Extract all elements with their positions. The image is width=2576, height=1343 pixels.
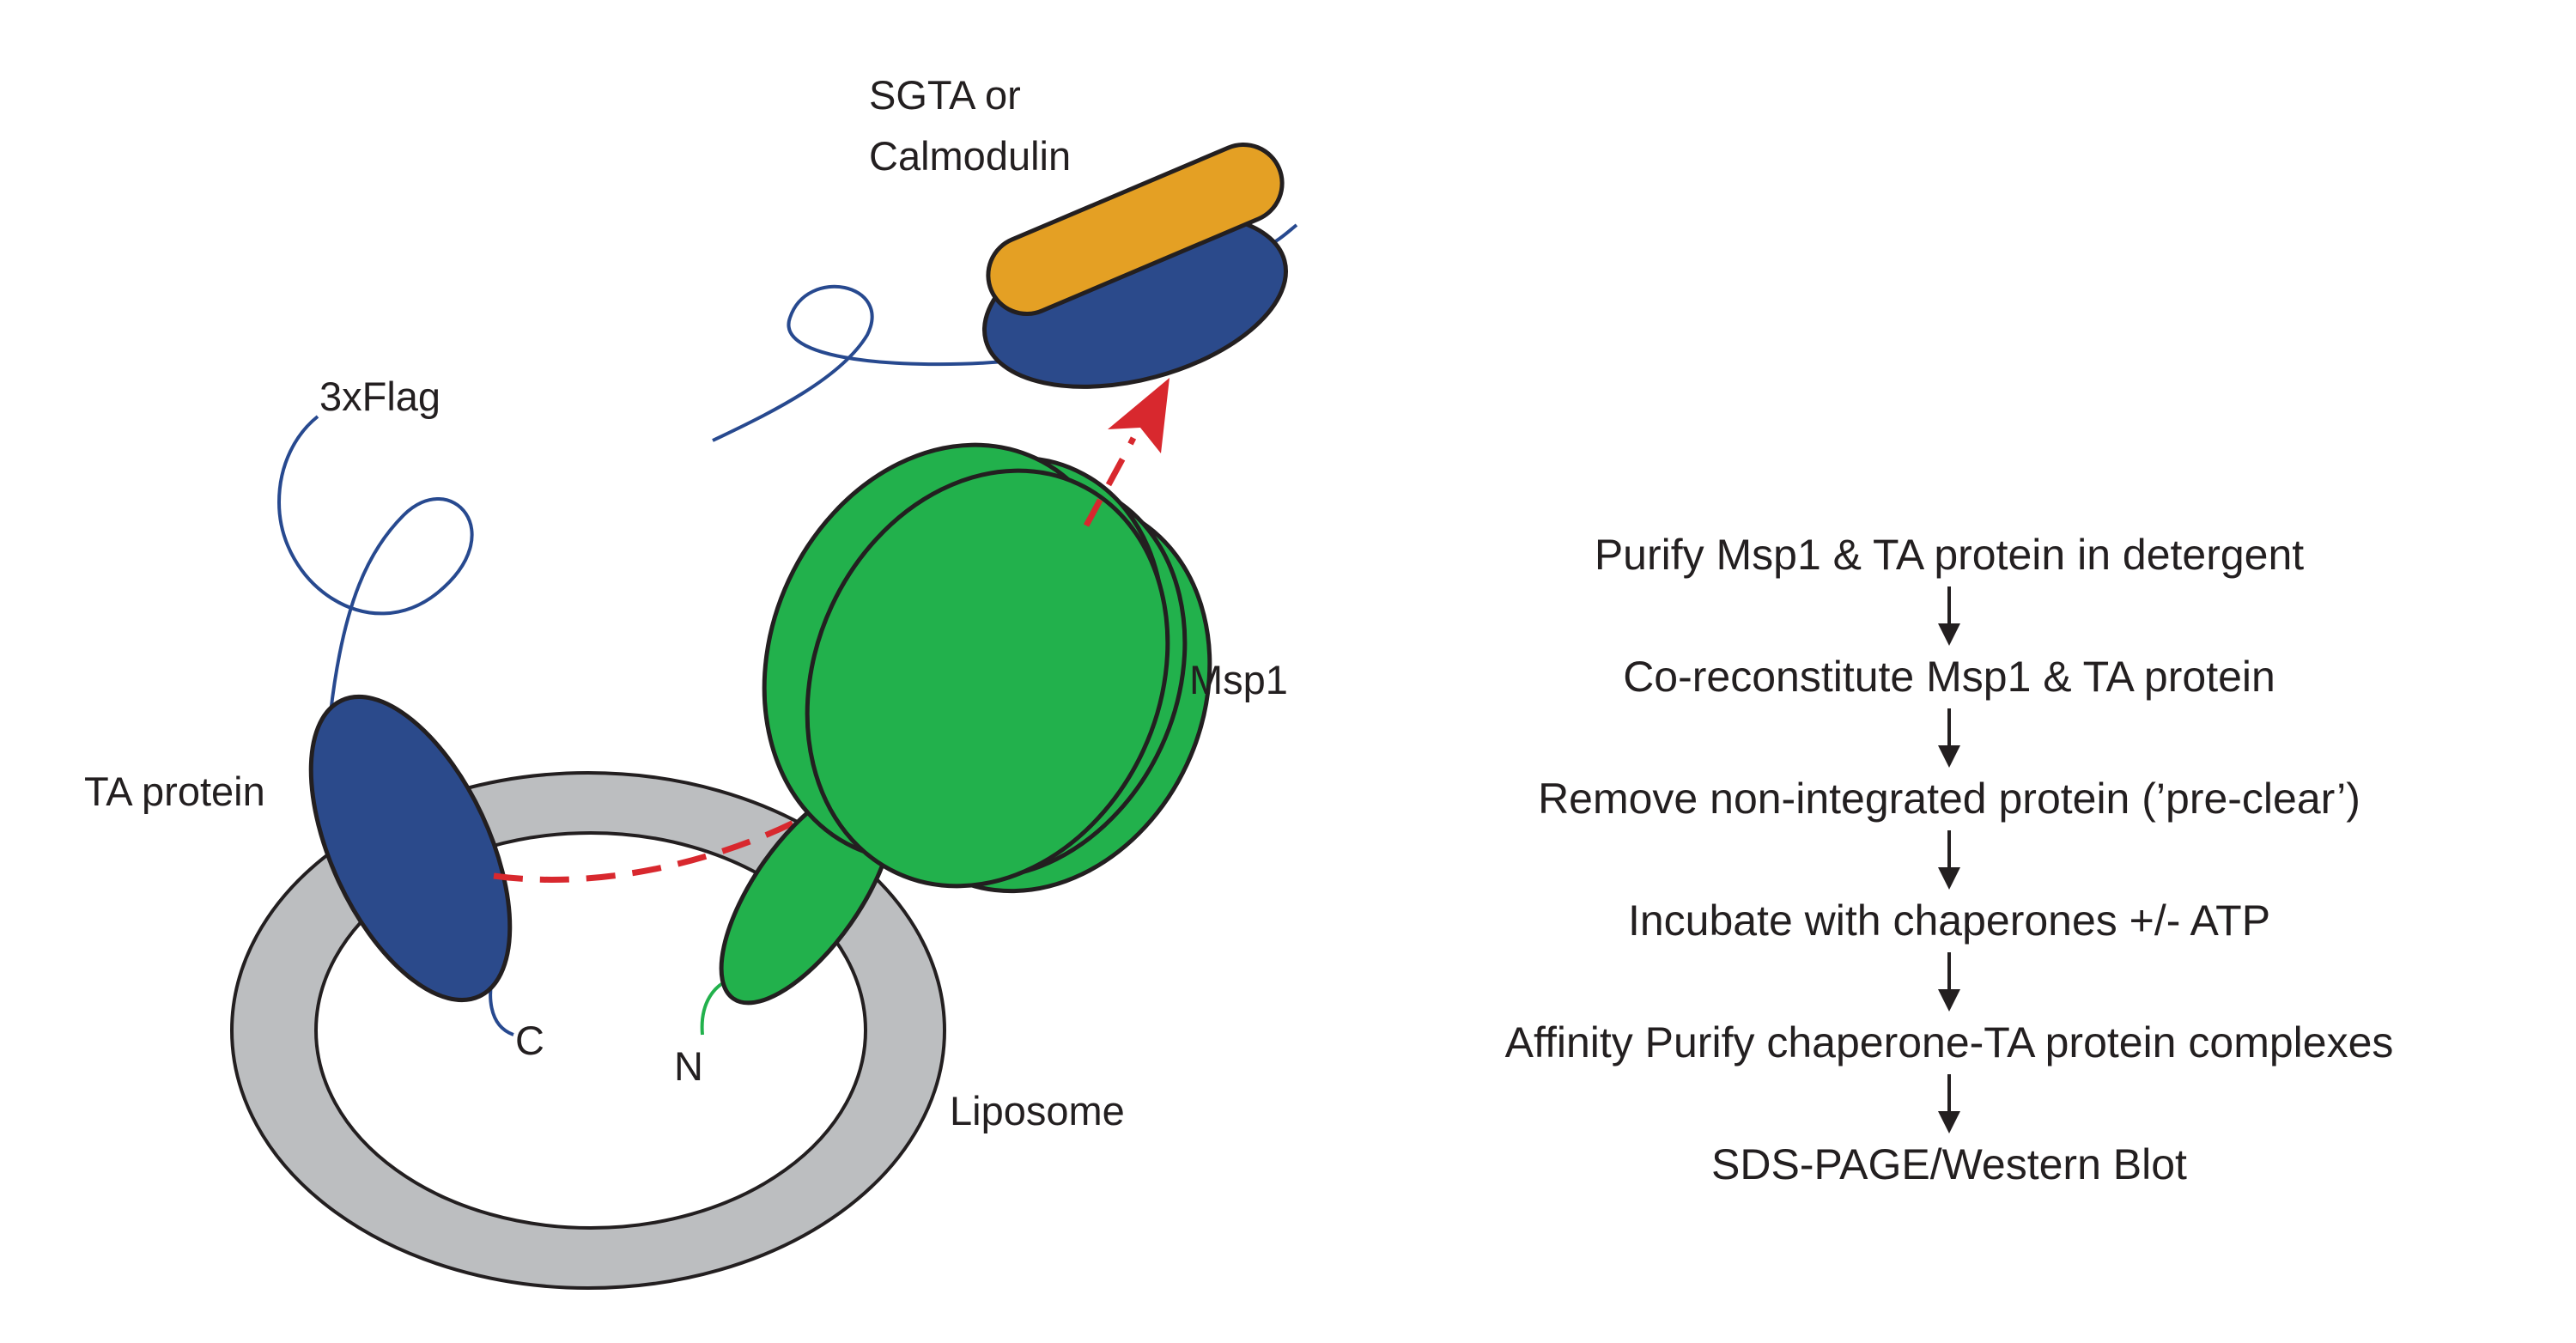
msp1-hexamer: [762, 442, 1212, 894]
msp1-disc-front-1: [805, 468, 1170, 889]
released-ta-tether: [712, 284, 1014, 442]
flag-tag-tether: [276, 415, 474, 714]
workflow-step-2: Co-reconstitute Msp1 & TA protein: [1623, 653, 2275, 701]
release-arrowhead: [1108, 378, 1170, 453]
msp1-label: Msp1: [1189, 657, 1288, 702]
chaperone-label-line1: SGTA or: [869, 72, 1021, 118]
liposome-label: Liposome: [950, 1088, 1125, 1133]
liposome: [229, 771, 947, 1290]
workflow-arrow-5: [1938, 1074, 1960, 1133]
workflow-step-4: Incubate with chaperones +/- ATP: [1628, 896, 2270, 945]
workflow-arrow-1: [1938, 586, 1960, 646]
c-terminus-label: C: [515, 1018, 544, 1063]
release-path-arrow: [1083, 436, 1137, 527]
n-terminus-label: N: [674, 1043, 703, 1089]
workflow-arrow-2: [1938, 708, 1960, 768]
workflow-step-3: Remove non-integrated protein (’pre-clea…: [1538, 775, 2360, 823]
workflow-arrow-3: [1938, 830, 1960, 890]
ta-protein: [308, 694, 513, 1003]
extraction-path-arrow: [493, 796, 839, 883]
workflow-steps: Purify Msp1 & TA protein in detergent Co…: [1505, 531, 2394, 1188]
workflow-step-1: Purify Msp1 & TA protein in detergent: [1595, 531, 2304, 579]
workflow-step-5: Affinity Purify chaperone-TA protein com…: [1505, 1018, 2394, 1066]
liposome-membrane: [229, 771, 947, 1290]
chaperone-label-line2: Calmodulin: [869, 133, 1071, 179]
workflow-arrow-4: [1938, 952, 1960, 1012]
ta-protein-label: TA protein: [84, 769, 265, 814]
workflow-step-6: SDS-PAGE/Western Blot: [1711, 1140, 2187, 1188]
flag-label: 3xFlag: [319, 374, 440, 419]
chaperone-protein: [986, 142, 1285, 317]
workflow-arrows: [1938, 586, 1960, 1133]
